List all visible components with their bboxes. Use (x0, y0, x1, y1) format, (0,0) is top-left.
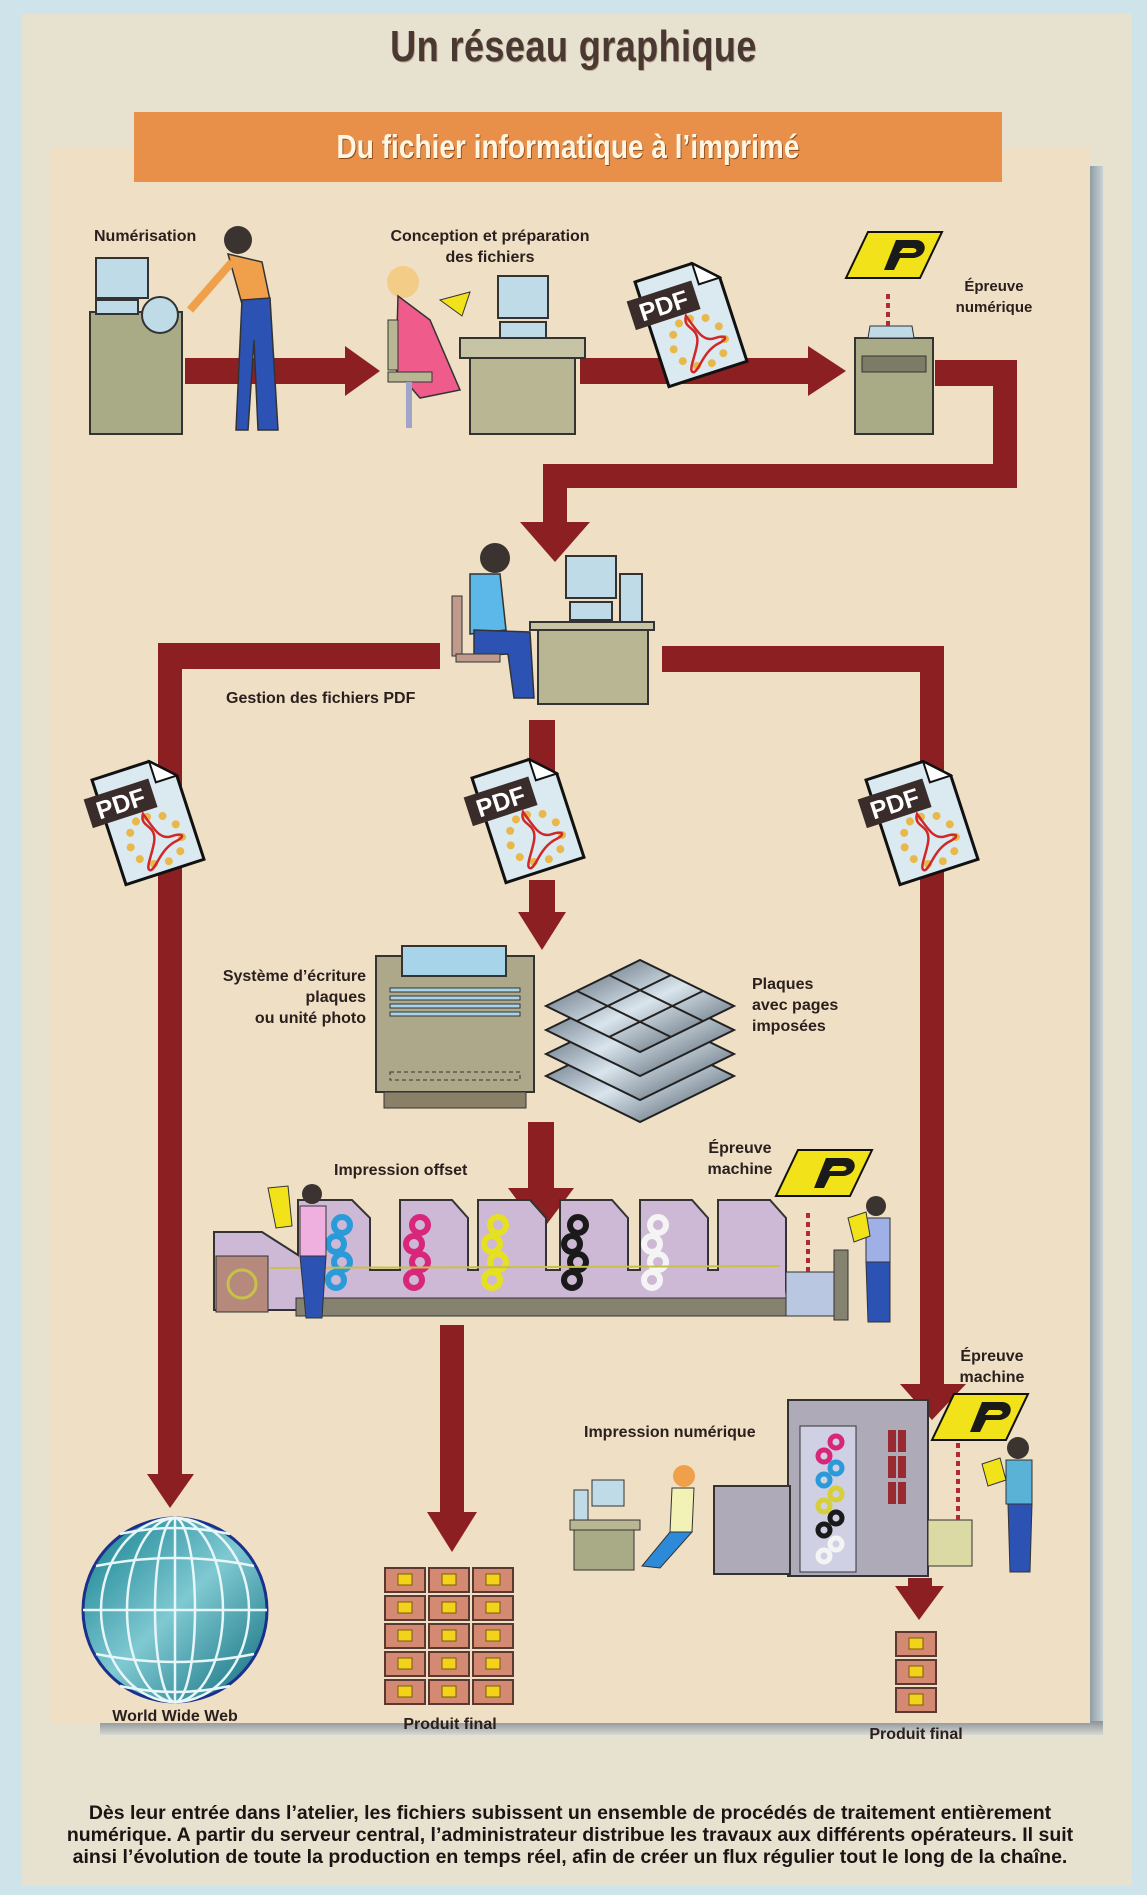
label-plates: Plaques avec pages imposées (752, 974, 838, 1037)
label-digital-proof-line1: Épreuve (964, 278, 1024, 295)
label-offset-press-proof-line2: machine (707, 1161, 773, 1178)
label-design-line2: des fichiers (445, 249, 535, 266)
label-plates-line2: avec pages (752, 997, 839, 1014)
product-label (397, 1657, 413, 1670)
final-product-stack-digital (895, 1631, 937, 1713)
arrowhead-to-final-digital (895, 1586, 944, 1620)
product-box (384, 1651, 426, 1677)
label-offset-press-proof-line1: Épreuve (708, 1140, 772, 1157)
product-label (397, 1601, 413, 1614)
label-digital-press-proof: Épreuve machine (952, 1346, 1032, 1388)
globe-icon (81, 1516, 269, 1704)
printing-plates-illustration (543, 958, 737, 1124)
label-digital-proof-line2: numérique (955, 299, 1033, 316)
subtitle-text: Du fichier informatique à l’imprimé (336, 128, 800, 165)
product-label (485, 1601, 501, 1614)
pdf-file-icon-center (457, 751, 586, 889)
label-platesetter-line1: Système d’écriture (222, 968, 366, 985)
product-label (485, 1657, 501, 1670)
label-final-product-digital: Produit final (869, 1726, 963, 1743)
product-label (485, 1685, 501, 1698)
label-design: Conception et préparation des fichiers (370, 226, 610, 268)
product-label (908, 1693, 924, 1706)
subtitle-banner: Du fichier informatique à l’imprimé (134, 112, 1002, 182)
product-label (441, 1657, 457, 1670)
arrowhead-to-server (520, 522, 590, 562)
arrowhead-scan-to-design (345, 346, 380, 396)
caption-line-3: ainsi l’évolution de toute la production… (72, 1846, 1068, 1868)
arrowhead-to-digital-press (900, 1384, 966, 1420)
caption-line-1: Dès leur entrée dans l’atelier, les fich… (88, 1802, 1052, 1824)
product-label (485, 1629, 501, 1642)
arrowhead-to-final-offset (427, 1512, 477, 1552)
product-box (384, 1567, 426, 1593)
product-box (428, 1567, 470, 1593)
label-digital-printing: Impression numérique (584, 1424, 756, 1441)
pdf-file-icon-right (851, 753, 980, 891)
label-scanning: Numérisation (94, 228, 197, 245)
proof-printer-illustration (854, 290, 934, 435)
label-world-wide-web: World Wide Web (112, 1708, 238, 1725)
product-label (397, 1685, 413, 1698)
product-label (441, 1685, 457, 1698)
label-design-line1: Conception et préparation (390, 228, 590, 245)
label-plates-line1: Plaques (752, 976, 814, 993)
product-label (485, 1573, 501, 1586)
product-label (441, 1601, 457, 1614)
label-platesetter-line3: ou unité photo (254, 1010, 366, 1027)
administrator-station-illustration (451, 543, 655, 705)
product-label (441, 1629, 457, 1642)
offset-press-illustration (213, 1184, 891, 1323)
label-offset-press-proof: Épreuve machine (700, 1138, 780, 1180)
product-label (908, 1637, 924, 1650)
product-label (441, 1573, 457, 1586)
digital-proof-icon (845, 231, 943, 279)
arrowhead-to-web (147, 1474, 194, 1508)
pdf-file-icon-left (77, 753, 206, 891)
scanner-station-illustration (89, 226, 279, 435)
label-plates-line3: imposées (752, 1018, 826, 1035)
label-pdf-management: Gestion des fichiers PDF (226, 690, 416, 707)
label-offset-printing: Impression offset (334, 1162, 468, 1179)
product-label (908, 1665, 924, 1678)
designer-station-illustration (387, 266, 586, 435)
caption-paragraph: Dès leur entrée dans l’atelier, les fich… (50, 1802, 1090, 1868)
label-digital-press-proof-line2: machine (959, 1369, 1025, 1386)
offset-press-proof-icon (775, 1149, 873, 1197)
arrowhead-to-platesetter (518, 912, 566, 950)
label-platesetter: Système d’écriture plaques ou unité phot… (180, 966, 366, 1029)
label-digital-press-proof-line1: Épreuve (960, 1348, 1024, 1365)
label-final-product-offset: Produit final (403, 1716, 497, 1733)
caption-line-2: numérique. A partir du serveur central, … (66, 1824, 1074, 1846)
arrowhead-design-to-proof (808, 346, 846, 396)
panel-shadow-bottom (100, 1721, 1103, 1735)
product-label (397, 1629, 413, 1642)
product-label (397, 1573, 413, 1586)
final-product-stack-offset (384, 1567, 514, 1705)
label-digital-proof: Épreuve numérique (944, 276, 1044, 318)
page-title: Un réseau graphique (390, 22, 757, 71)
label-platesetter-line2: plaques (305, 989, 366, 1006)
product-box (384, 1679, 426, 1705)
platesetter-illustration (375, 945, 535, 1109)
digital-press-illustration (569, 1399, 1033, 1577)
